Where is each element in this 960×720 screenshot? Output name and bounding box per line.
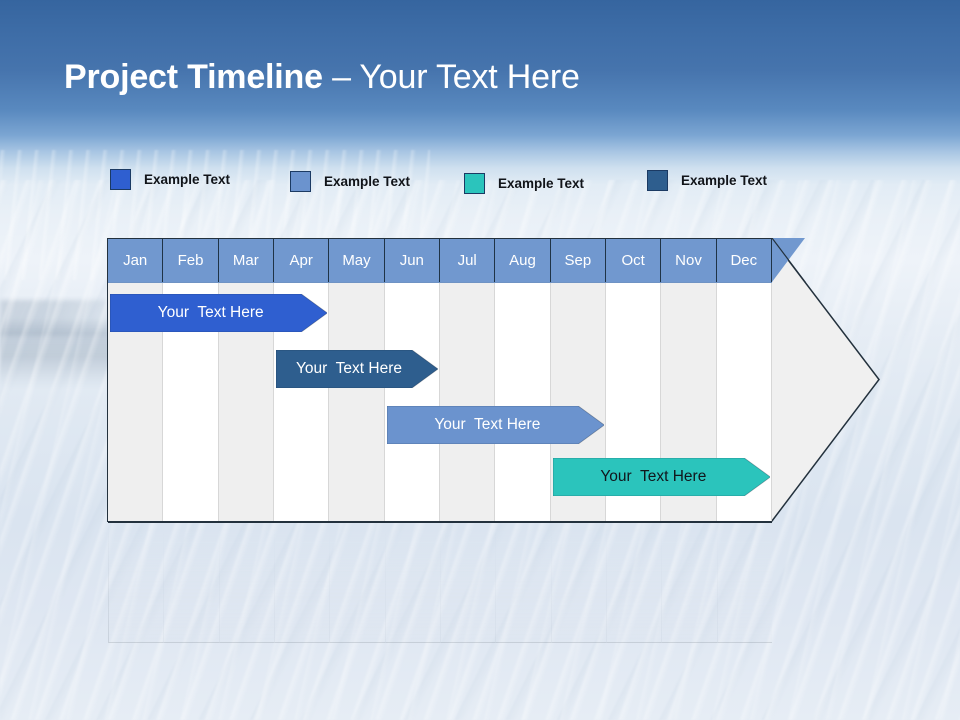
month-header-feb[interactable]: Feb <box>163 238 219 282</box>
month-header-jan[interactable]: Jan <box>108 238 164 282</box>
page-title-separator: – <box>322 58 360 96</box>
timeline-task-bar[interactable]: Your Text Here <box>110 294 328 332</box>
timeline-task-bar[interactable]: Your Text Here <box>276 350 438 388</box>
timeline-column-body <box>108 238 164 522</box>
legend-color-swatch <box>290 171 311 192</box>
task-bar-shape <box>276 350 438 388</box>
header-arrow-cap <box>771 237 816 283</box>
task-bar-label: Your Text Here <box>157 304 264 321</box>
month-header-sep[interactable]: Sep <box>550 238 606 282</box>
month-header-jun[interactable]: Jun <box>384 238 440 282</box>
month-header-may[interactable]: May <box>329 238 385 282</box>
legend-item-label: Example Text <box>681 173 768 188</box>
task-bar-shape <box>110 294 328 332</box>
timeline-task-bar[interactable]: Your Text Here <box>386 406 604 444</box>
month-header-dec[interactable]: Dec <box>716 238 772 282</box>
timeline-column-jan: Jan <box>108 238 164 522</box>
month-header-mar[interactable]: Mar <box>218 238 274 282</box>
timeline-column-feb: Feb <box>163 238 219 522</box>
legend-color-swatch <box>110 169 131 190</box>
page-title-bold: Project Timeline <box>64 58 323 96</box>
grid-bottom-border <box>108 521 772 523</box>
timeline-column-body <box>163 238 219 522</box>
grid-left-border <box>107 238 108 522</box>
legend-color-swatch <box>647 170 668 191</box>
legend-item-label: Example Text <box>324 174 411 189</box>
task-bar-label: Your Text Here <box>434 416 541 433</box>
grid-header-bottom-border <box>108 282 772 283</box>
page-title-light: Your Text Here <box>359 58 580 96</box>
timeline-task-bar[interactable]: Your Text Here <box>552 458 770 496</box>
task-bar-label: Your Text Here <box>296 360 402 377</box>
timeline-column-mar: Mar <box>218 238 274 522</box>
month-header-nov[interactable]: Nov <box>661 238 717 282</box>
timeline-column-body <box>495 238 551 522</box>
task-bar-shape <box>552 458 770 496</box>
task-bar-shape <box>386 406 604 444</box>
page-title: Project Timeline – Your Text Here <box>64 58 580 97</box>
legend-item-label: Example Text <box>498 176 585 191</box>
month-header-apr[interactable]: Apr <box>274 238 330 282</box>
legend-item-label: Example Text <box>144 172 231 187</box>
timeline-column-body <box>218 238 274 522</box>
legend-color-swatch <box>464 173 485 194</box>
timeline-column-jul: Jul <box>440 238 496 522</box>
timeline-column-aug: Aug <box>495 238 551 522</box>
task-bar-label: Your Text Here <box>600 468 707 485</box>
month-header-oct[interactable]: Oct <box>606 238 662 282</box>
month-header-jul[interactable]: Jul <box>440 238 496 282</box>
legend-item[interactable]: Example Text <box>290 171 410 192</box>
legend-item[interactable]: Example Text <box>110 169 230 190</box>
legend-item[interactable]: Example Text <box>647 170 767 191</box>
month-header-aug[interactable]: Aug <box>495 238 551 282</box>
legend-item[interactable]: Example Text <box>464 173 584 194</box>
timeline-column-body <box>440 238 496 522</box>
grid-top-border <box>108 238 772 239</box>
